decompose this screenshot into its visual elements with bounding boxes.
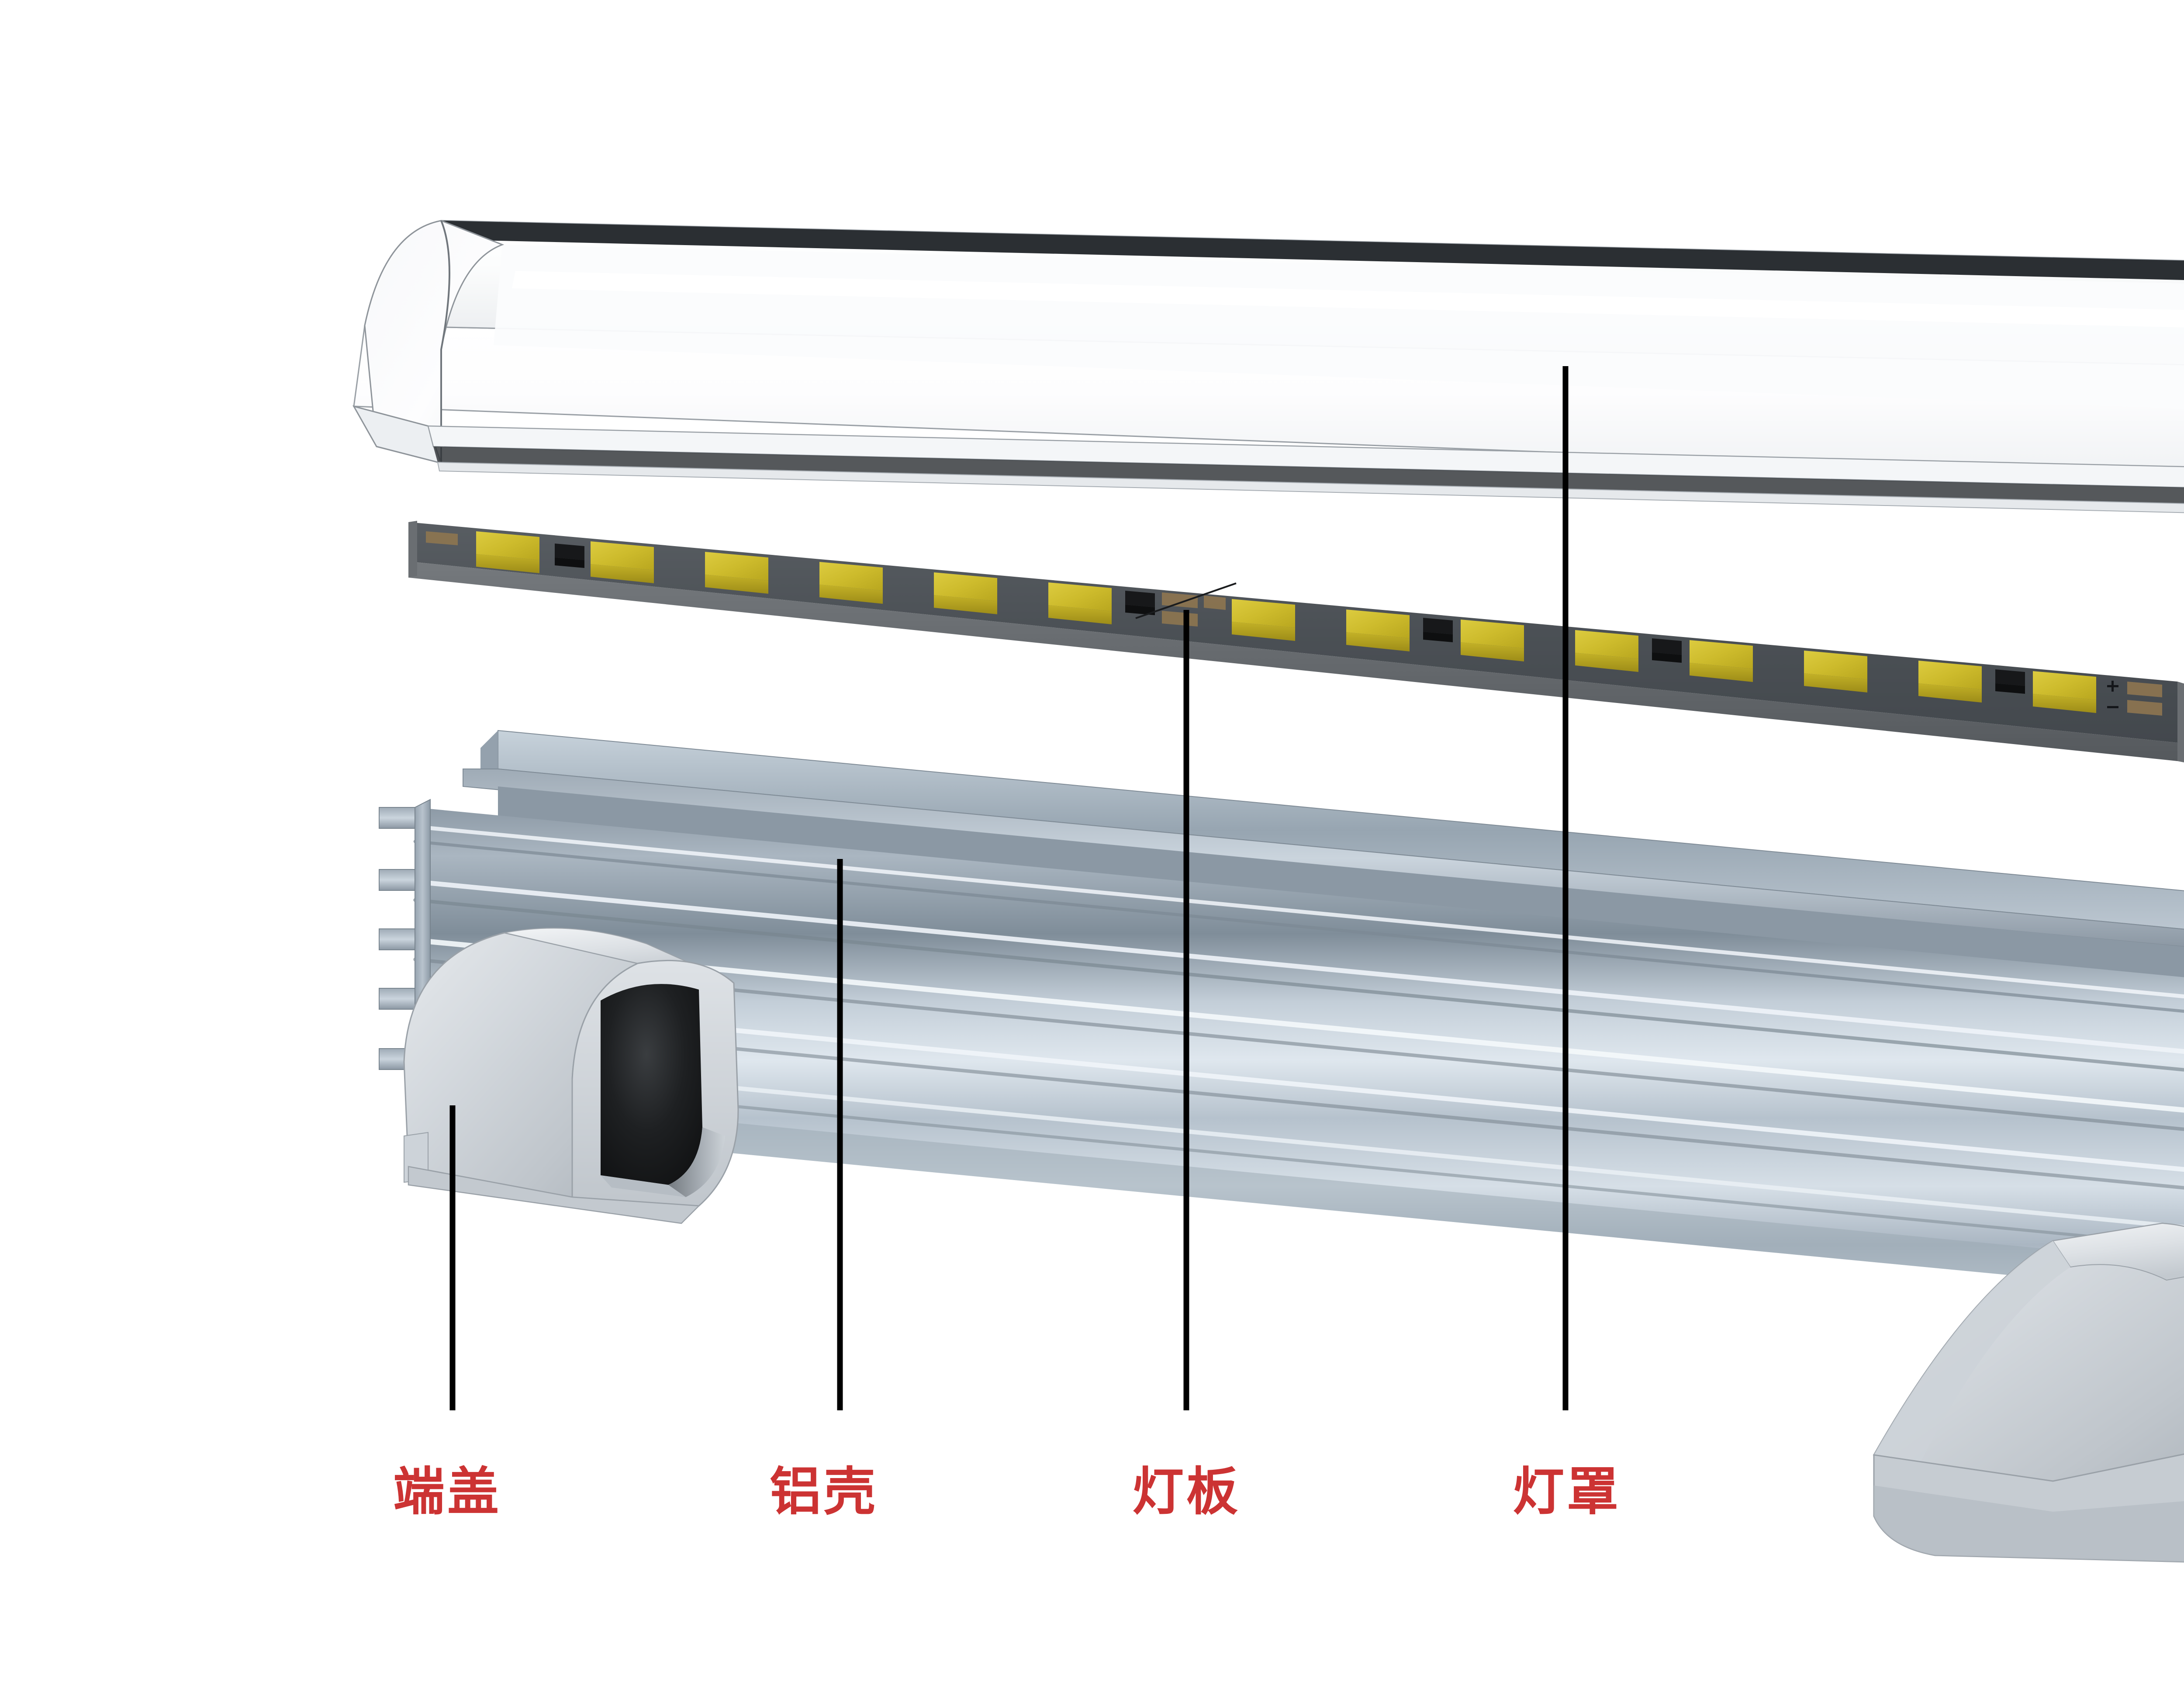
led-board-right-end <box>2177 682 2184 762</box>
right-cap-top-surface <box>2052 1222 2184 1281</box>
leader-lines <box>449 366 1569 1410</box>
smd-resistor <box>1995 669 2025 694</box>
solder-pad <box>2127 682 2162 697</box>
label-diffuser-cover: 灯罩 <box>1513 1461 1621 1522</box>
right-cap-front-bevel <box>1874 1241 2070 1468</box>
housing-fin <box>379 928 415 950</box>
led-chip <box>1461 620 1524 661</box>
led-chip-group <box>476 531 2096 713</box>
led-chip <box>1048 582 1112 624</box>
housing-back-fin-1 <box>463 769 2184 947</box>
solder-pad-group <box>426 531 2162 716</box>
board-joint-line <box>1135 582 1237 619</box>
diffuser-left-arch-edge <box>440 220 450 463</box>
part-led-board <box>408 521 2184 762</box>
diffuser-bottom-dark-edge <box>433 447 2184 504</box>
led-chip <box>2033 671 2096 713</box>
part-end-cap-left <box>403 928 739 1224</box>
label-led-board: 灯板 <box>1132 1461 1241 1522</box>
led-chip <box>591 541 654 583</box>
smd-resistor <box>1652 638 1682 663</box>
diffuser-bottom-flange <box>427 425 2184 488</box>
end-cap-cavity-wall <box>668 1127 725 1197</box>
housing-fin <box>379 869 415 891</box>
polarity-markings <box>2107 681 2118 708</box>
label-end-cap: 端盖 <box>393 1461 502 1522</box>
led-chip <box>1918 661 1982 703</box>
led-chip <box>1575 630 1638 672</box>
led-chip <box>1804 651 1867 692</box>
led-board-edge <box>408 561 2177 761</box>
solder-pad <box>426 531 458 545</box>
led-chip <box>1690 640 1753 682</box>
diffuser-bottom-rail <box>437 461 2184 513</box>
part-diffuser-cover <box>352 220 2184 513</box>
led-chip <box>934 572 997 614</box>
part-end-cap-right <box>1873 1222 2184 1563</box>
diffuser-left-end-face <box>364 220 505 464</box>
end-cap-cavity <box>601 984 702 1185</box>
solder-pad <box>2127 700 2162 716</box>
solder-pad <box>1204 596 1226 610</box>
led-chip <box>705 552 768 594</box>
housing-bottom-shading <box>415 1092 2184 1292</box>
led-chip <box>819 562 883 604</box>
end-cap-base <box>408 1166 700 1224</box>
diffuser-top-edge-stripe <box>441 221 2184 280</box>
led-board-left-end <box>408 521 417 578</box>
smd-resistor <box>555 544 584 568</box>
smd-resistor <box>1423 618 1453 642</box>
housing-front-body <box>415 807 2184 1292</box>
housing-fin <box>379 988 415 1010</box>
diffuser-sheen <box>512 271 2184 328</box>
led-chip <box>1346 609 1410 651</box>
led-chip <box>1232 599 1295 641</box>
label-aluminum-housing: 铝壳 <box>770 1461 878 1522</box>
smd-resistor <box>1125 591 1155 615</box>
housing-fin <box>379 807 415 829</box>
led-chip <box>476 531 539 573</box>
smd-component-group <box>555 544 2025 694</box>
end-cap-cavity-floor <box>601 1175 686 1197</box>
solder-pad <box>1162 592 1198 608</box>
right-cap-flange-shadow <box>1874 1485 2184 1562</box>
